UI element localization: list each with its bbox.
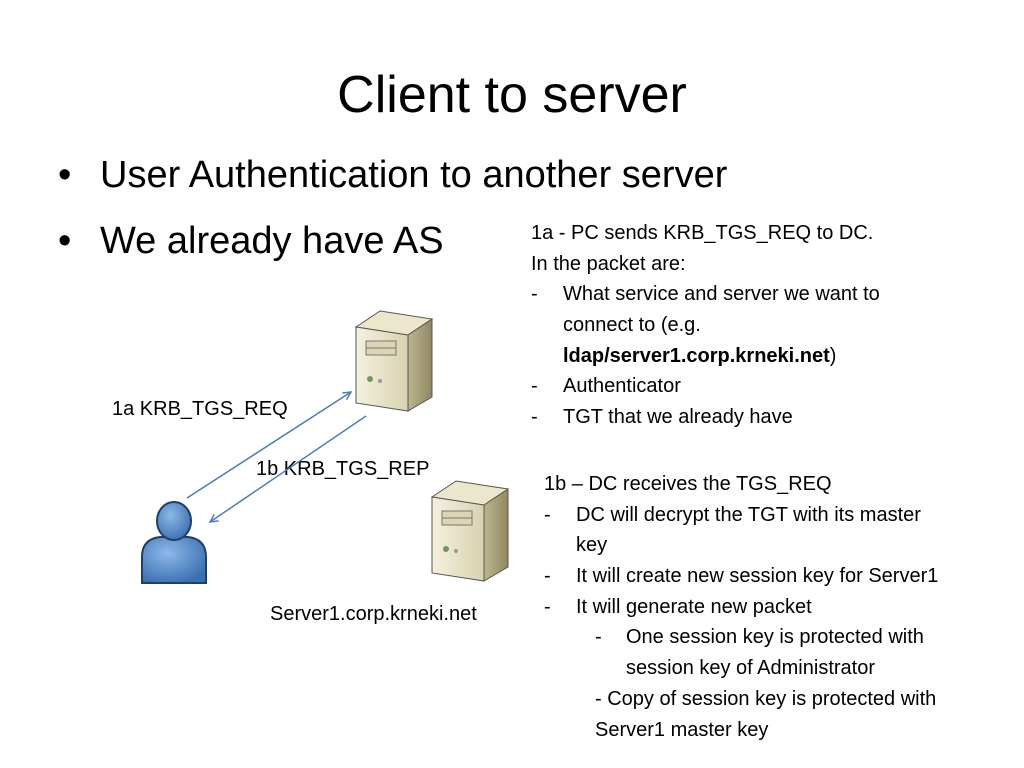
note-item: - It will create new session key for Serv… [544, 561, 938, 592]
label-tgs-request: 1a KRB_TGS_REQ [112, 398, 288, 420]
bullet-item: • User Authentication to another server [58, 152, 727, 198]
note-item: - TGT that we already have [531, 402, 880, 433]
bullet-text: User Authentication to another server [100, 154, 728, 196]
slide-title: Client to server [337, 66, 687, 124]
user-icon [141, 501, 207, 584]
dash-marker: - [544, 595, 551, 618]
dash-marker: - [531, 375, 538, 398]
note-item: - What service and server we want to [531, 279, 880, 310]
note-item-continued: ldap/server1.corp.krneki.net) [531, 341, 880, 372]
note-subitem: - Copy of session key is protected with [595, 687, 937, 710]
closing-paren: ) [829, 344, 837, 367]
label-tgs-reply: 1b KRB_TGS_REP [256, 458, 430, 480]
bullet-text: We already have AS [100, 220, 444, 262]
note-heading: 1a - PC sends KRB_TGS_REQ to DC. [531, 222, 874, 244]
label-server1: Server1.corp.krneki.net [270, 603, 477, 625]
dash-marker: - [531, 283, 538, 306]
note-tgs-request: 1a - PC sends KRB_TGS_REQ to DC. In the … [531, 218, 880, 433]
bullet-glyph: • [58, 220, 72, 262]
note-subitem-continued: Server1 master key [595, 718, 769, 741]
note-heading: 1b – DC receives the TGS_REQ [544, 473, 832, 495]
note-item: - DC will decrypt the TGT with its master [544, 500, 938, 531]
server1-icon [430, 480, 510, 582]
service-principal-name: ldap/server1.corp.krneki.net [563, 344, 830, 367]
note-subheading: In the packet are: [531, 252, 686, 275]
note-subitem-continued: session key of Administrator [626, 657, 875, 680]
dash-marker: - [544, 565, 551, 588]
reply-arrow [210, 415, 367, 522]
dash-marker: - [544, 503, 551, 526]
note-tgs-receive: 1b – DC receives the TGS_REQ - DC will de… [544, 469, 938, 745]
dash-marker: - [595, 626, 602, 649]
note-item-text: Authenticator [563, 375, 681, 398]
bullet-glyph: • [58, 154, 72, 196]
note-item: - Authenticator [531, 371, 880, 402]
note-item-text: DC will decrypt the TGT with its master [576, 503, 921, 526]
note-item: - It will generate new packet [544, 592, 938, 623]
bullet-item: • We already have AS [58, 218, 444, 264]
note-item-text: It will generate new packet [576, 595, 812, 618]
note-item-text: What service and server we want to [563, 283, 880, 306]
note-item-text: TGT that we already have [563, 406, 793, 429]
note-item-continued: connect to (e.g. [563, 314, 701, 337]
dash-marker: - [531, 406, 538, 429]
note-item-continued: key [576, 534, 608, 557]
dc-server-icon [354, 310, 434, 412]
note-item-text: It will create new session key for Serve… [576, 565, 939, 588]
request-arrow [186, 392, 351, 499]
note-subitem-text: One session key is protected with [626, 626, 924, 649]
note-subitem: - One session key is protected with [544, 622, 938, 653]
